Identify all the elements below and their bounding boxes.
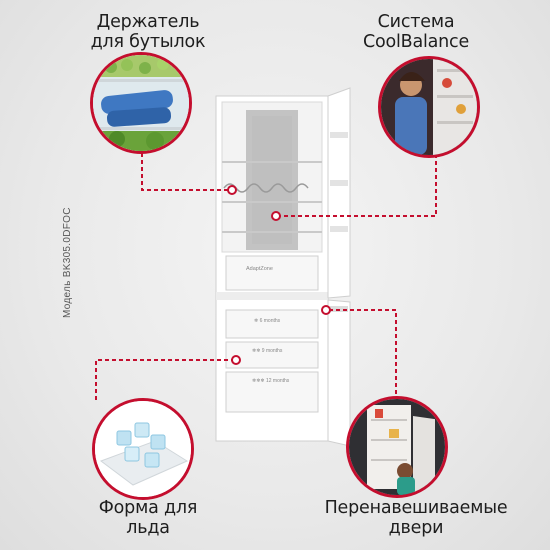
coolbalance-photo (378, 56, 480, 158)
coolbalance-label-line1: Система (377, 12, 455, 32)
coolbalance-label: Система CoolBalance (336, 12, 496, 52)
bottle-holder-label-line1: Держатель (96, 12, 200, 32)
drawer-3-label: ❄❄❄ 12 months (252, 378, 290, 384)
reversible-doors-photo-art (349, 399, 445, 495)
ice-tray-label: Форма для льда (68, 498, 228, 538)
ice-tray-label-line1: Форма для (98, 498, 198, 518)
reversible-doors-label-line2: двери (388, 518, 444, 538)
bottle-holder-photo-art (93, 55, 189, 151)
reversible-doors-label-line1: Перенавешиваемые (324, 498, 508, 518)
ice-tray-photo (92, 398, 194, 500)
adaptzone-label: AdaptZone (246, 266, 273, 272)
reversible-doors-label: Перенавешиваемые двери (306, 498, 526, 538)
bottle-holder-label: Держатель для бутылок (68, 12, 228, 52)
ice-tray-label-line2: льда (126, 518, 170, 538)
coolbalance-label-line2: CoolBalance (362, 32, 470, 52)
drawer-2-label: ❄❄ 9 months (252, 348, 283, 354)
reversible-doors-photo (346, 396, 448, 498)
drawer-1-label: ❄ 6 months (254, 318, 281, 324)
bottle-holder-photo (90, 52, 192, 154)
ice-tray-photo-art (95, 401, 191, 497)
coolbalance-photo-art (381, 59, 477, 155)
bottle-holder-label-line2: для бутылок (90, 32, 206, 52)
